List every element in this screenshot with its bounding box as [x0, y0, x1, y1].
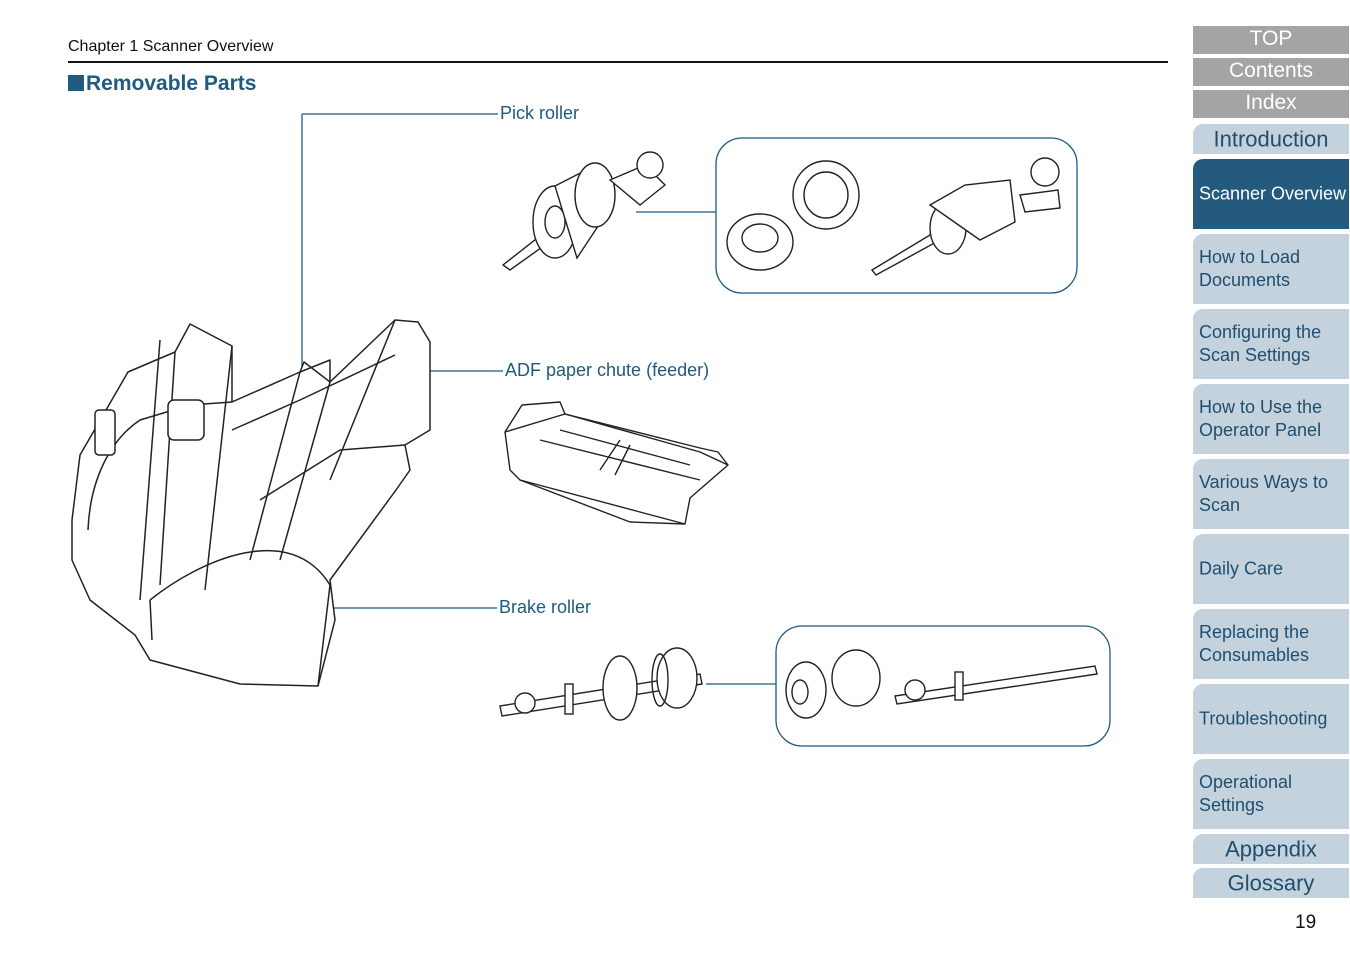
header-rule [68, 61, 1168, 63]
nav-chapter-replacing-consumables[interactable]: Replacing the Consumables [1193, 609, 1349, 679]
nav-chapter-label: How to Load Documents [1199, 247, 1301, 290]
pick-roller-detail-illustration [726, 157, 1061, 276]
pick-roller-label: Pick roller [498, 103, 582, 124]
nav-chapter-various-ways-to-scan[interactable]: Various Ways to Scan [1193, 459, 1349, 529]
pick-roller-detail-frame [715, 137, 1078, 294]
scanner-illustration [71, 319, 431, 687]
nav-chapter-daily-care[interactable]: Daily Care [1193, 534, 1349, 604]
brake-roller-detail-illustration [785, 649, 1098, 719]
nav-chapter-operational-settings[interactable]: Operational Settings [1193, 759, 1349, 829]
nav-chapter-label: Daily Care [1199, 558, 1284, 579]
nav-top-button[interactable]: TOP [1193, 26, 1349, 54]
nav-chapter-label: Operational Settings [1199, 772, 1293, 815]
nav-chapter-label: Various Ways to Scan [1199, 472, 1329, 515]
pick-roller-illustration [501, 151, 667, 271]
chapter-header: Chapter 1 Scanner Overview [68, 38, 274, 55]
nav-chapter-troubleshooting[interactable]: Troubleshooting [1193, 684, 1349, 754]
nav-chapter-label: How to Use the Operator Panel [1199, 397, 1323, 440]
nav-chapter-scanner-overview[interactable]: Scanner Overview [1193, 159, 1349, 229]
section-heading: Removable Parts [68, 72, 256, 96]
nav-index-button[interactable]: Index [1193, 90, 1349, 118]
brake-roller-illustration [499, 647, 703, 721]
nav-chapter-label: Replacing the Consumables [1199, 622, 1310, 665]
nav-chapter-glossary[interactable]: Glossary [1193, 868, 1349, 898]
nav-chapter-introduction[interactable]: Introduction [1193, 124, 1349, 154]
nav-chapter-label: Introduction [1213, 126, 1329, 152]
nav-contents-button[interactable]: Contents [1193, 58, 1349, 86]
nav-chapter-operator-panel[interactable]: How to Use the Operator Panel [1193, 384, 1349, 454]
removable-parts-diagram [71, 113, 1111, 747]
nav-chapter-label: Appendix [1225, 836, 1317, 862]
page-number: 19 [1295, 912, 1317, 933]
nav-chapter-configuring-scan-settings[interactable]: Configuring the Scan Settings [1193, 309, 1349, 379]
nav-chapter-label: Scanner Overview [1199, 183, 1347, 204]
square-bullet-icon [68, 75, 84, 91]
nav-chapter-how-to-load-documents[interactable]: How to Load Documents [1193, 234, 1349, 304]
brake-roller-detail-frame [775, 625, 1111, 747]
nav-chapter-label: Troubleshooting [1199, 708, 1328, 729]
nav-chapter-appendix[interactable]: Appendix [1193, 834, 1349, 864]
nav-chapter-label: Configuring the Scan Settings [1199, 322, 1322, 365]
adf-chute-illustration [504, 401, 729, 525]
nav-chapter-label: Glossary [1227, 870, 1315, 896]
brake-roller-label: Brake roller [497, 597, 594, 618]
section-title: Removable Parts [86, 72, 257, 95]
adf-chute-label: ADF paper chute (feeder) [503, 360, 712, 381]
